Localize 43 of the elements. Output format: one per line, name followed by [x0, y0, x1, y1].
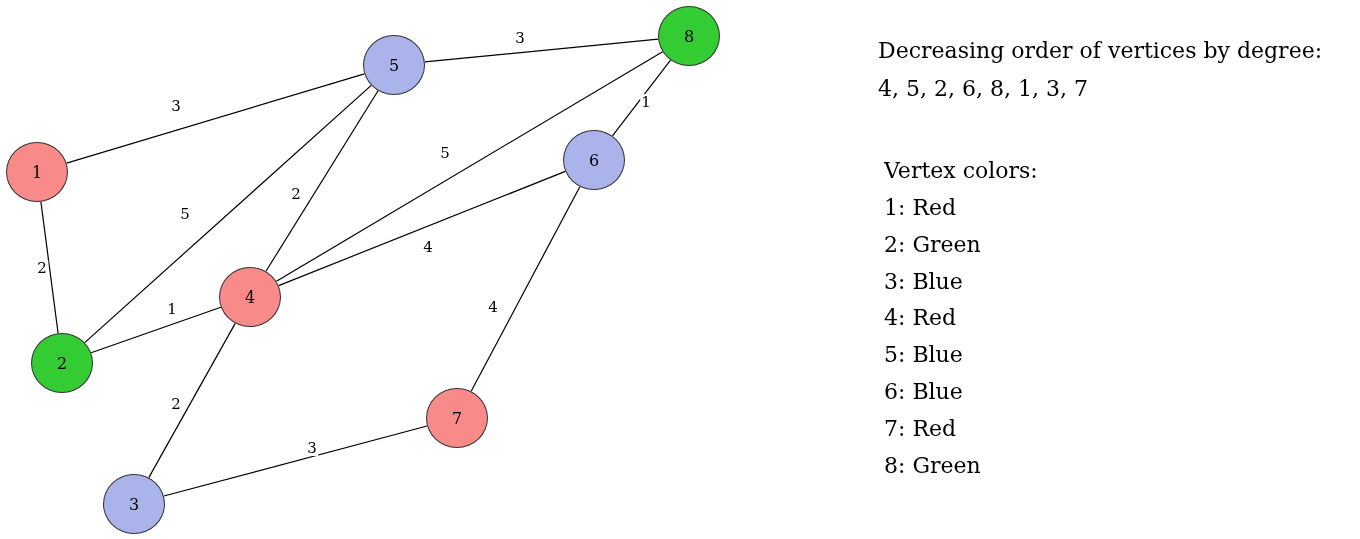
edge-line: [470, 186, 581, 392]
vertex-color-entry: 7: Red: [884, 416, 957, 442]
edge-label: 1: [640, 94, 652, 110]
edge-line: [163, 425, 428, 497]
vertex-color-entry: 1: Red: [884, 195, 957, 221]
edge-line: [40, 201, 59, 334]
vertex-color-entry: 2: Green: [884, 232, 981, 258]
vertex-circle: 3: [103, 474, 165, 534]
edge-label: 5: [179, 206, 191, 222]
vertex-color-entry: 5: Blue: [884, 342, 963, 368]
edge-line: [90, 306, 222, 354]
vertex-circle: 2: [31, 333, 93, 393]
edge-line: [424, 38, 659, 63]
vertex-circle: 8: [658, 6, 720, 66]
vertex-color-entry: 6: Blue: [884, 379, 963, 405]
legend-heading: Vertex colors:: [884, 158, 1038, 184]
vertex-circle: 6: [563, 130, 625, 190]
edge-label: 4: [422, 239, 434, 255]
vertex-color-entry: 4: Red: [884, 305, 957, 331]
edge-label: 3: [514, 30, 526, 46]
edge-label: 2: [36, 260, 48, 276]
edge-line: [66, 73, 365, 164]
vertex-circle: 4: [219, 267, 281, 327]
edge-line: [84, 84, 372, 344]
edge-label: 3: [306, 440, 318, 456]
vertex-circle: 7: [426, 388, 488, 448]
vertex-circle: 1: [6, 142, 68, 202]
degree-order-note: 4, 5, 2, 6, 8, 1, 3, 7: [878, 76, 1088, 102]
edge-line: [265, 90, 379, 272]
edge-line: [148, 322, 236, 479]
vertex-circle: 5: [363, 35, 425, 95]
edge-label: 1: [166, 301, 178, 317]
edge-label: 2: [170, 396, 182, 412]
edge-line: [611, 59, 672, 137]
edge-line: [275, 51, 664, 282]
edge-line: [278, 170, 566, 287]
edge-label: 3: [170, 98, 182, 114]
edge-label: 4: [487, 299, 499, 315]
edge-label: 5: [439, 145, 451, 161]
degree-order-note: Decreasing order of vertices by degree:: [878, 38, 1323, 64]
vertex-color-entry: 3: Blue: [884, 269, 963, 295]
vertex-color-entry: 8: Green: [884, 453, 981, 479]
edge-label: 2: [290, 186, 302, 202]
